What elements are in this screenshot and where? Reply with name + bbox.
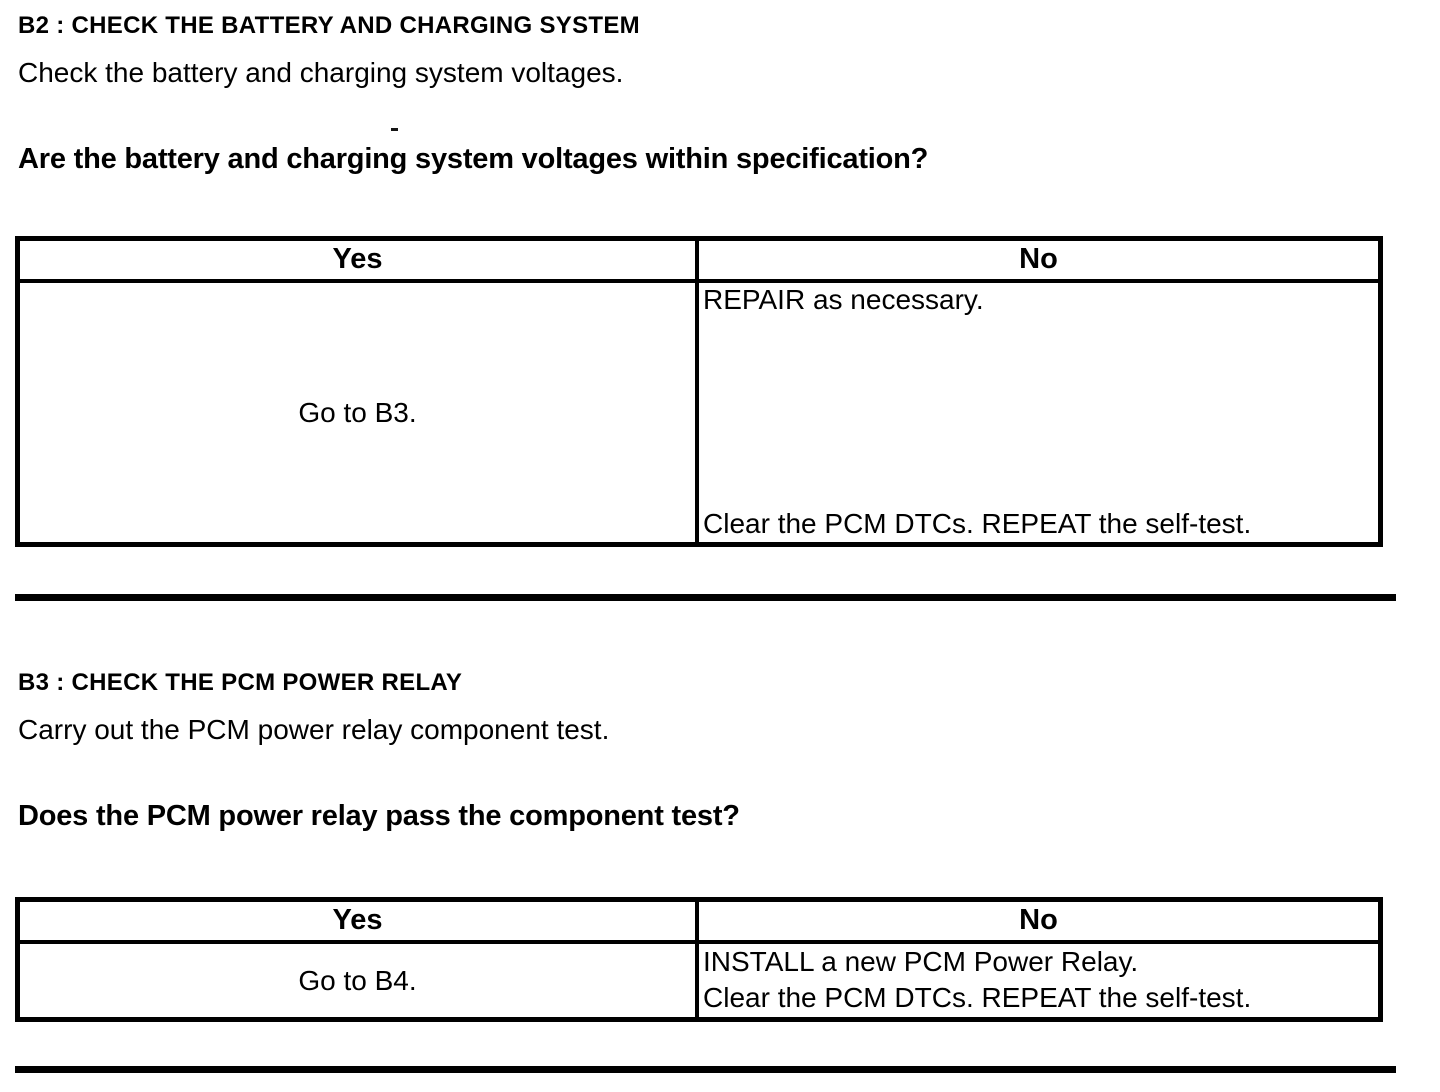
no-action-line-1: REPAIR as necessary. <box>703 284 984 315</box>
decision-table-b3-header-row: Yes No <box>20 902 1378 944</box>
yes-action-text: Go to B3. <box>298 396 417 428</box>
no-column-header: No <box>1019 904 1058 936</box>
yes-column-header: Yes <box>20 902 699 940</box>
no-action-cell: REPAIR as necessary. Clear the PCM DTCs.… <box>699 283 1378 542</box>
step-b2-question: Are the battery and charging system volt… <box>18 143 929 175</box>
step-b2-instruction: Check the battery and charging system vo… <box>18 57 624 88</box>
decision-table-b2: Yes No Go to B3. REPAIR as necessary. Cl… <box>15 236 1383 547</box>
step-b2-heading: B2 : CHECK THE BATTERY AND CHARGING SYST… <box>18 12 640 39</box>
no-action-cell: INSTALL a new PCM Power Relay. Clear the… <box>699 944 1378 1017</box>
yes-action-text: Go to B4. <box>298 964 417 996</box>
decision-table-b2-body-row: Go to B3. REPAIR as necessary. Clear the… <box>20 283 1378 542</box>
yes-column-header: Yes <box>20 241 699 279</box>
step-b3-question: Does the PCM power relay pass the compon… <box>18 800 740 832</box>
decision-table-b3-body-row: Go to B4. INSTALL a new PCM Power Relay.… <box>20 944 1378 1017</box>
step-b3-heading: B3 : CHECK THE PCM POWER RELAY <box>18 669 463 696</box>
no-action-line-1: INSTALL a new PCM Power Relay. <box>703 945 1139 977</box>
no-action-line-2: Clear the PCM DTCs. REPEAT the self-test… <box>703 508 1252 539</box>
stray-scan-mark <box>391 128 398 131</box>
section-divider <box>15 1066 1396 1073</box>
no-column-header: No <box>1019 243 1058 275</box>
step-b3-instruction: Carry out the PCM power relay component … <box>18 714 610 745</box>
decision-table-b2-header-row: Yes No <box>20 241 1378 283</box>
decision-table-b3: Yes No Go to B4. INSTALL a new PCM Power… <box>15 897 1383 1022</box>
yes-action-cell: Go to B3. <box>20 283 699 542</box>
yes-action-cell: Go to B4. <box>20 944 699 1017</box>
no-action-line-2: Clear the PCM DTCs. REPEAT the self-test… <box>703 982 1252 1013</box>
section-divider <box>15 594 1396 601</box>
